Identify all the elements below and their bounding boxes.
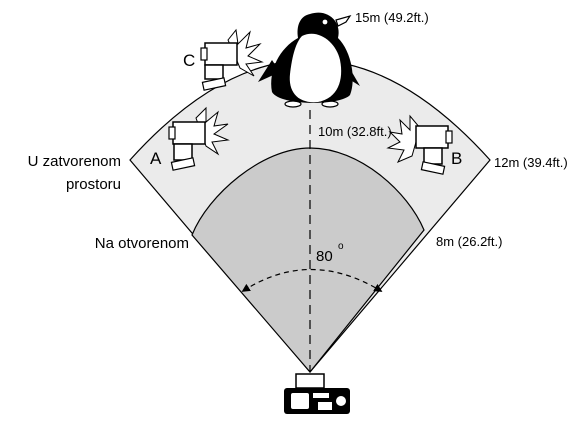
- angle-arc: [241, 269, 383, 292]
- distance-15m: 15m (49.2ft.): [355, 10, 429, 25]
- distance-8m: 8m (26.2ft.): [436, 234, 502, 249]
- camera-icon: [284, 373, 350, 414]
- distance-12m: 12m (39.4ft.): [494, 155, 568, 170]
- distance-10m: 10m (32.8ft.): [318, 124, 392, 139]
- flash-unit-c-label: C: [183, 51, 195, 70]
- flash-unit-a-icon: [168, 106, 230, 171]
- flash-unit-c-icon: [200, 28, 264, 91]
- flash-unit-b-icon: [386, 114, 453, 175]
- angle-label: 80: [316, 248, 333, 265]
- indoor-label-line2: prostoru: [66, 176, 121, 193]
- indoor-label-line1: U zatvorenom: [28, 153, 121, 170]
- angle-degree-symbol: o: [338, 241, 344, 252]
- penguin-icon: [258, 12, 360, 108]
- outdoor-label: Na otvorenom: [95, 235, 189, 252]
- flash-unit-a-label: A: [150, 149, 162, 168]
- flash-unit-b-label: B: [451, 149, 462, 168]
